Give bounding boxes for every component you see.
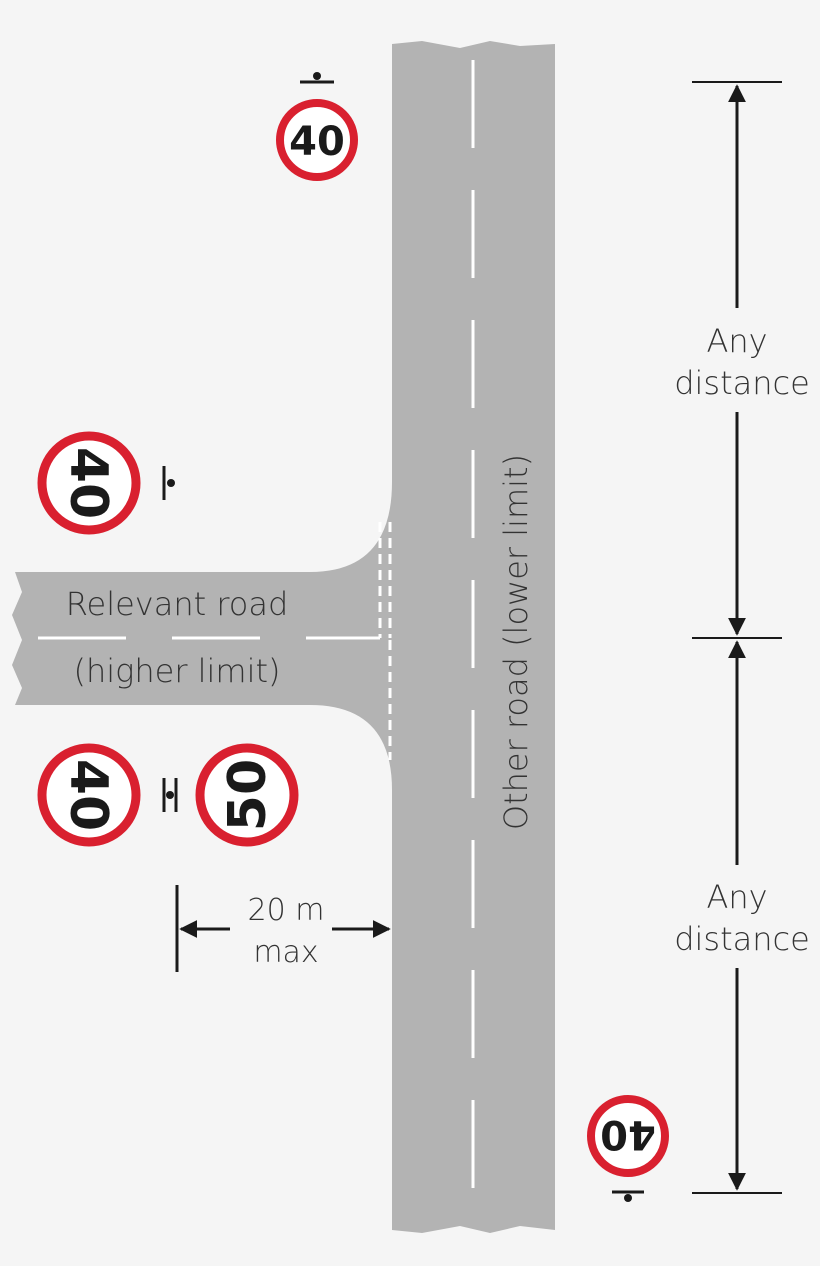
speed-sign-left-upper: 40 bbox=[37, 431, 141, 535]
speed-sign-top: 40 bbox=[276, 99, 358, 181]
sign-post-icon bbox=[612, 1190, 644, 1202]
sign-post-icon bbox=[162, 466, 175, 500]
sign-post-icon bbox=[162, 778, 178, 812]
relevant-road-label: Relevant road bbox=[66, 585, 289, 623]
distance-max-dimension: 20 m max bbox=[175, 885, 391, 972]
any-distance-upper-label: Any bbox=[706, 322, 767, 360]
svg-text:40: 40 bbox=[58, 759, 118, 831]
relevant-road bbox=[12, 482, 392, 790]
speed-sign-left-lower: 40 bbox=[37, 743, 141, 847]
svg-text:40: 40 bbox=[289, 119, 345, 165]
other-road-label: Other road (lower limit) bbox=[497, 454, 535, 830]
svg-text:40: 40 bbox=[600, 1111, 656, 1157]
svg-text:40: 40 bbox=[58, 447, 118, 519]
svg-text:distance: distance bbox=[674, 364, 810, 402]
speed-sign-bottom: 40 bbox=[587, 1095, 669, 1177]
sign-post-icon bbox=[300, 72, 334, 84]
speed-sign-left-lower-back: 50 bbox=[195, 743, 299, 847]
junction-markings bbox=[378, 522, 392, 760]
svg-text:distance: distance bbox=[674, 920, 810, 958]
any-distance-dimension: Any distance Any distance bbox=[674, 81, 810, 1194]
relevant-road-limit-label: (higher limit) bbox=[73, 652, 280, 690]
svg-text:max: max bbox=[253, 935, 318, 970]
svg-text:20 m: 20 m bbox=[248, 893, 325, 928]
any-distance-lower-label: Any bbox=[706, 878, 767, 916]
svg-text:50: 50 bbox=[218, 759, 278, 831]
